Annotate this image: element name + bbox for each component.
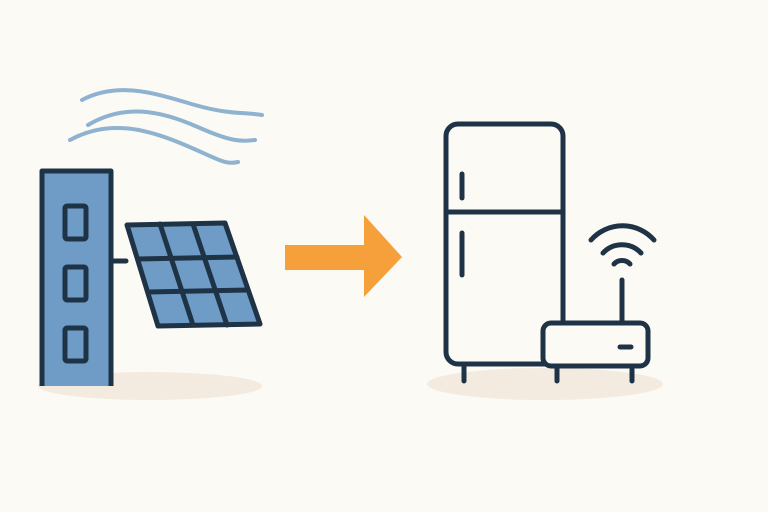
solar-panel-icon <box>124 220 263 329</box>
wifi-router-icon <box>540 223 657 384</box>
shadow-right <box>427 368 663 400</box>
refrigerator-icon <box>443 121 566 384</box>
wind-icon <box>68 88 264 165</box>
building-icon <box>39 168 129 386</box>
wifi-signal-icon <box>588 223 657 267</box>
arrow-right-icon <box>285 215 402 297</box>
